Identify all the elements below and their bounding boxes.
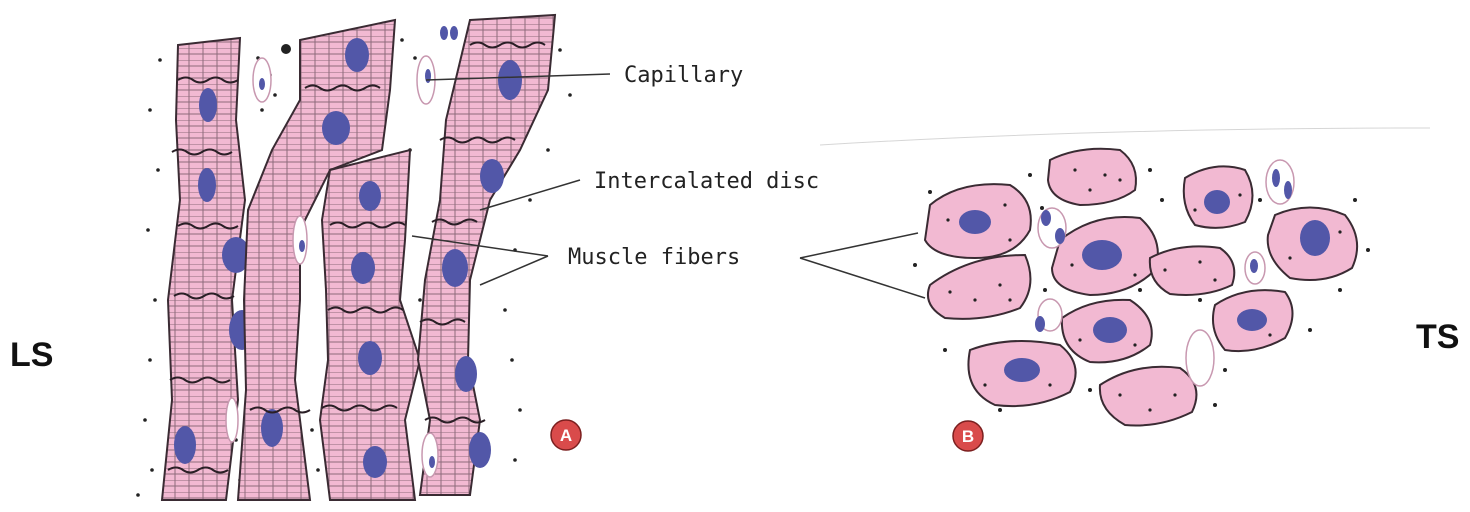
- panel-a-badge: A: [551, 420, 581, 450]
- callout-intercalated-disc: Intercalated disc: [480, 169, 819, 210]
- panel-b-badge: B: [953, 421, 983, 451]
- panel-a-longitudinal-section: A: [136, 15, 581, 500]
- fiber-cross-section: [1150, 246, 1234, 295]
- muscle-fibers-label: Muscle fibers: [568, 245, 740, 270]
- fiber-cross-section: [1048, 149, 1136, 205]
- scan-artifact-line: [820, 128, 1430, 145]
- nucleus: [455, 356, 477, 392]
- transverse-section-label: TS: [1416, 318, 1459, 357]
- nucleus: [480, 159, 504, 193]
- intercalated-disc-label: Intercalated disc: [594, 169, 819, 194]
- badge-b-label: B: [962, 427, 974, 446]
- nucleus: [442, 249, 468, 287]
- muscle-fiber-1: [162, 38, 255, 500]
- panel-b-transverse-section: B: [913, 149, 1370, 451]
- nucleus: [198, 168, 216, 202]
- capillary-label: Capillary: [624, 63, 743, 88]
- nucleus: [358, 341, 382, 375]
- longitudinal-section-label: LS: [10, 336, 53, 375]
- callout-muscle-fibers: Muscle fibers: [412, 233, 925, 298]
- nucleus: [498, 60, 522, 100]
- muscle-fibers-leader-line-b1: [800, 233, 918, 258]
- fiber-cross-section: [1213, 290, 1293, 351]
- badge-a-label: A: [560, 426, 572, 445]
- fiber-cross-section: [928, 255, 1031, 319]
- fiber-cross-section: [1100, 367, 1197, 426]
- nucleus: [345, 38, 369, 72]
- fiber-cross-section: [968, 341, 1075, 406]
- nucleus: [351, 252, 375, 284]
- muscle-fiber-4: [418, 15, 555, 495]
- muscle-fibers-leader-line-b2: [800, 258, 925, 298]
- fiber-cross-section: [1184, 166, 1253, 227]
- fiber-cross-section: [1062, 300, 1152, 363]
- muscle-fiber-3: [320, 150, 420, 500]
- muscle-fibers-leader-line-a2: [480, 256, 548, 285]
- nucleus: [469, 432, 491, 468]
- fiber-cross-section: [1268, 208, 1357, 281]
- nucleus: [322, 111, 350, 145]
- nucleus: [261, 409, 283, 447]
- nucleus: [359, 181, 381, 211]
- fiber-cross-section: [1052, 217, 1158, 295]
- dark-granule: [281, 44, 291, 54]
- nucleus: [199, 88, 217, 122]
- nucleus: [174, 426, 196, 464]
- fiber-cross-section: [925, 184, 1031, 258]
- nucleus: [363, 446, 387, 478]
